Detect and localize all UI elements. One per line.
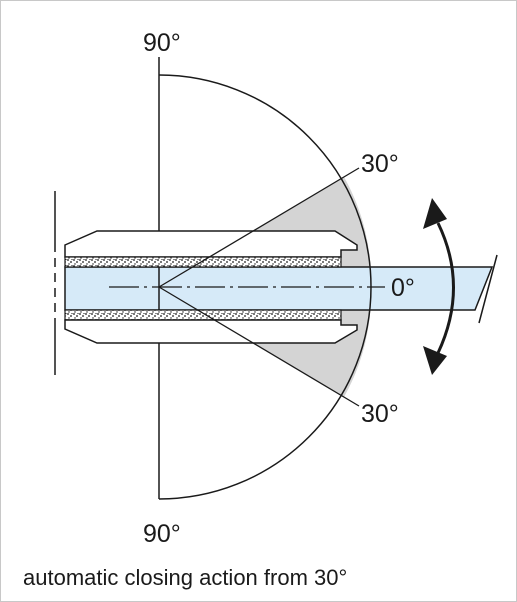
hinge-lower-plate (64, 319, 358, 344)
label-zero: 0° (391, 274, 415, 302)
arrow-head-up-icon (423, 198, 447, 229)
lower-30-line (158, 286, 360, 407)
label-bottom-90: 90° (143, 520, 181, 548)
hinge-upper-plate (64, 230, 358, 258)
diagram-caption: automatic closing action from 30° (23, 565, 348, 590)
label-lower-30: 30° (361, 400, 399, 428)
glass-break-line (478, 254, 498, 324)
arrow-head-down-icon (423, 346, 447, 375)
glass-panel (64, 266, 494, 311)
hinge-upper-gasket (64, 256, 342, 268)
upper-30-line (158, 167, 360, 288)
label-upper-30: 30° (361, 150, 399, 178)
hinge-lower-gasket (64, 309, 342, 321)
swing-direction-arrow (436, 222, 455, 354)
label-top-90: 90° (143, 29, 181, 57)
